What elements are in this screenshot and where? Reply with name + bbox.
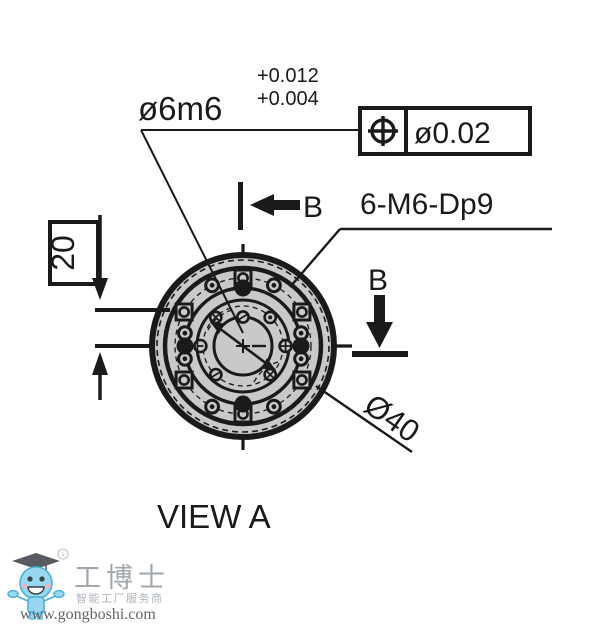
shaft-diameter-leader [140,129,370,334]
section-mark-b-left [238,182,300,230]
watermark: ® 工博士 智能工厂服务商 www.gongboshi.com [6,545,216,623]
registered-mark-icon: ® [57,548,69,560]
section-arrow-left-icon [250,194,300,216]
secondary-hole [204,398,221,415]
fcf-tolerance-value: ø0.02 [414,117,491,150]
dimension-arrow-up [92,352,108,375]
position-symbol-icon [368,116,398,146]
section-label-b-right: B [368,264,388,297]
height-dimension-20 [48,215,170,400]
tolerance-upper-label: +0.012 [257,65,319,87]
bolt-hole-square-2 [292,302,312,322]
thread-callout-label: 6-M6-Dp9 [360,188,493,221]
watermark-url: www.gongboshi.com [20,606,156,623]
section-arrow-down-icon [366,295,393,348]
dark-hole-bottom [234,395,252,413]
inner-hole [263,367,278,382]
secondary-hole [265,398,282,415]
dark-hole-right [292,337,310,355]
rim-hidden-circle [156,259,330,433]
mascot-icon [7,553,65,620]
inner-hole [208,310,223,325]
hub-rotation-indicators [209,320,277,372]
bolt-hole-square-3 [292,370,312,390]
shaft-diameter-label: ø6m6 [138,90,222,127]
section-line-right [352,351,408,357]
inner-hole [278,338,293,354]
dark-hole-left [176,337,194,355]
watermark-tagline: 智能工厂服务商 [76,591,164,605]
inner-hole-ring [193,310,293,382]
section-mark-b-right [352,295,408,357]
inner-hole [263,310,278,325]
secondary-hole [265,277,282,294]
bolt-circle-leader [315,385,413,453]
bolt-hole-square-6 [174,302,194,322]
thread-leader-diagonal [289,228,341,288]
bolt-hole-square-5 [174,370,194,390]
height-dimension-value: 20 [45,235,81,271]
dimension-20-box [48,220,100,286]
secondary-hole [293,325,310,342]
feature-control-frame [358,106,532,156]
section-label-b-left: B [303,191,323,224]
inner-hole [193,338,208,354]
thread-callout-leader [289,227,552,288]
dimension-arrow-down [92,278,108,300]
watermark-brand-name: 工博士 [74,563,170,594]
inner-hole-top [236,310,250,324]
bolt-circle-leader-line [315,385,413,453]
tolerance-lower-label: +0.004 [257,88,319,110]
bolt-circle-diameter-label: Ø40 [358,387,426,449]
view-title: VIEW A [157,498,271,535]
registered-mark-text: ® [61,552,66,559]
dark-hole-top [234,279,252,297]
inner-hole [208,367,223,382]
cardinal-dark-holes [176,279,310,413]
watermark-graphic: ® 工博士 智能工厂服务商 www.gongboshi.com [7,548,170,623]
section-line-left [238,182,243,230]
hub-center-cross [236,339,250,353]
hub-dashed-arcs [207,309,279,383]
flange-assembly [133,244,352,450]
shaft-leader-diagonal [140,129,244,334]
secondary-hole-ring [176,277,310,415]
